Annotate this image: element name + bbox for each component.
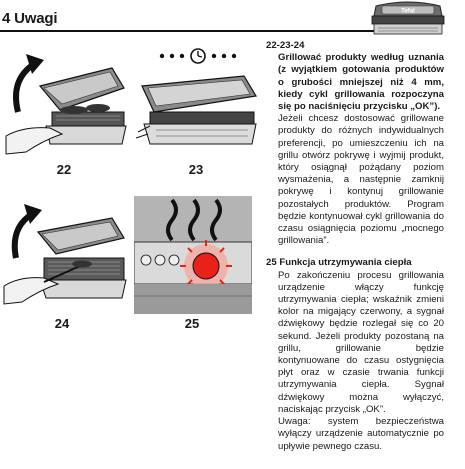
figure-24-number: 24	[54, 316, 70, 331]
section-title: 4 Uwagi	[2, 10, 58, 27]
figure-22: 22	[0, 40, 128, 177]
section-title: Funkcja utrzymywania ciepła	[279, 257, 412, 269]
section-number: 22-23-24	[266, 40, 305, 51]
section-body: Po zakończeniu procesu grillowania urząd…	[278, 269, 444, 415]
header-rule	[0, 30, 390, 32]
red-indicator-icon	[192, 252, 220, 280]
grill-device-thumbnail: Tefal	[368, 0, 448, 43]
section-heading: 25 Funkcja utrzymywania ciepła	[266, 257, 444, 269]
steam-icon	[166, 198, 222, 242]
section-25: 25 Funkcja utrzymywania ciepła Po zakońc…	[266, 257, 444, 452]
figure-22-number: 22	[56, 162, 72, 177]
section-bold-instruction: Grillować produkty według uznania (z wyj…	[278, 52, 444, 113]
section-note: Uwaga: system bezpieczeństwa wyłączy urz…	[278, 416, 444, 452]
figure-25-number: 25	[184, 316, 200, 331]
panel-buttons	[140, 254, 180, 266]
device-brand-label: Tefal	[401, 9, 415, 15]
figure-23-number: 23	[188, 162, 204, 177]
figure-25: 25	[134, 196, 252, 331]
instructions-column: 22-23-24 Grillować produkty według uznan…	[266, 40, 444, 453]
timer-icon	[190, 48, 206, 64]
figure-24: 24	[0, 198, 128, 331]
section-22-23-24: 22-23-24 Grillować produkty według uznan…	[266, 40, 444, 247]
page-header: 4 Uwagi Tefal	[0, 0, 445, 35]
figure-23: 23	[132, 40, 260, 177]
section-body: Jeżeli chcesz dostosować grillowane prod…	[278, 113, 444, 247]
section-number: 25	[266, 257, 277, 269]
